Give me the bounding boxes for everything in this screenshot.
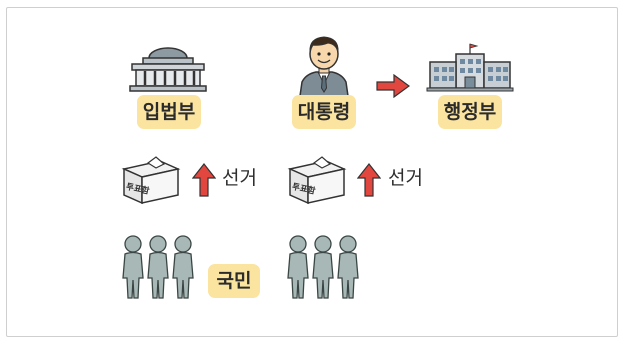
president-icon	[296, 32, 352, 96]
election-text-left: 선거	[222, 167, 257, 189]
executive-label: 행정부	[438, 95, 502, 129]
up-arrow-icon	[192, 163, 216, 197]
legislature-label: 입법부	[137, 95, 201, 129]
people-group-left-icon	[121, 234, 195, 300]
people-label: 국민	[208, 264, 260, 298]
ballot-box-text: 투표함	[291, 181, 316, 197]
national-assembly-icon	[128, 44, 208, 92]
president-label: 대통령	[292, 95, 356, 129]
people-group-right-icon	[286, 234, 360, 300]
government-building-icon	[426, 42, 514, 92]
right-arrow-icon	[376, 74, 410, 98]
election-text-right: 선거	[388, 167, 423, 189]
ballot-box-right: 투표함	[286, 155, 348, 205]
ballot-box-text: 투표함	[125, 181, 150, 197]
ballot-box-left: 투표함	[120, 155, 182, 205]
up-arrow-icon	[357, 163, 381, 197]
